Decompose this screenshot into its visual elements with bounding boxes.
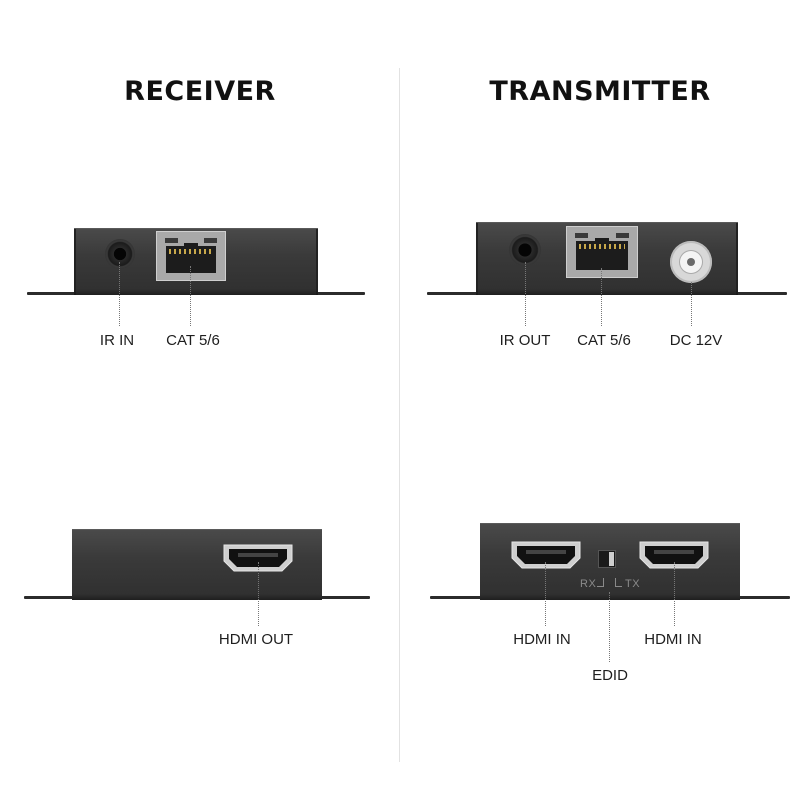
hdmi-in-label-right: HDMI IN bbox=[644, 631, 702, 648]
leader-line bbox=[674, 562, 675, 626]
transmitter-title: TRANSMITTER bbox=[489, 76, 711, 107]
center-divider bbox=[399, 68, 400, 762]
dc-12v-label: DC 12V bbox=[669, 332, 723, 349]
dip-switch-icon bbox=[598, 550, 616, 568]
leader-line bbox=[525, 262, 526, 326]
leader-line bbox=[609, 592, 610, 662]
rx-switch-label: RX bbox=[580, 578, 597, 590]
ir-out-label: IR OUT bbox=[499, 332, 551, 349]
edid-label: EDID bbox=[592, 667, 628, 684]
leader-line bbox=[190, 266, 191, 326]
leader-line bbox=[545, 562, 546, 626]
receiver-title: RECEIVER bbox=[124, 76, 276, 107]
hdmi-out-label: HDMI OUT bbox=[218, 631, 294, 648]
hdmi-port-icon bbox=[639, 541, 709, 569]
audio-jack-icon bbox=[105, 239, 135, 269]
cat-transmitter-label: CAT 5/6 bbox=[577, 332, 631, 349]
rx-bracket bbox=[597, 578, 604, 587]
leader-line bbox=[601, 268, 602, 326]
leader-line bbox=[258, 562, 259, 626]
receiver-rear-body bbox=[72, 529, 322, 600]
ir-in-label: IR IN bbox=[99, 332, 135, 349]
leader-line bbox=[691, 282, 692, 326]
hdmi-in-label-left: HDMI IN bbox=[513, 631, 571, 648]
hdmi-port-icon bbox=[223, 544, 293, 572]
tx-switch-label: TX bbox=[625, 578, 641, 590]
leader-line bbox=[119, 262, 120, 326]
tx-bracket bbox=[615, 578, 622, 587]
hdmi-port-icon bbox=[511, 541, 581, 569]
dc-power-port-icon bbox=[670, 241, 712, 283]
audio-jack-icon bbox=[509, 234, 541, 266]
rj45-port-icon bbox=[566, 226, 638, 278]
cat-receiver-label: CAT 5/6 bbox=[166, 332, 220, 349]
rj45-port-icon bbox=[156, 231, 226, 281]
